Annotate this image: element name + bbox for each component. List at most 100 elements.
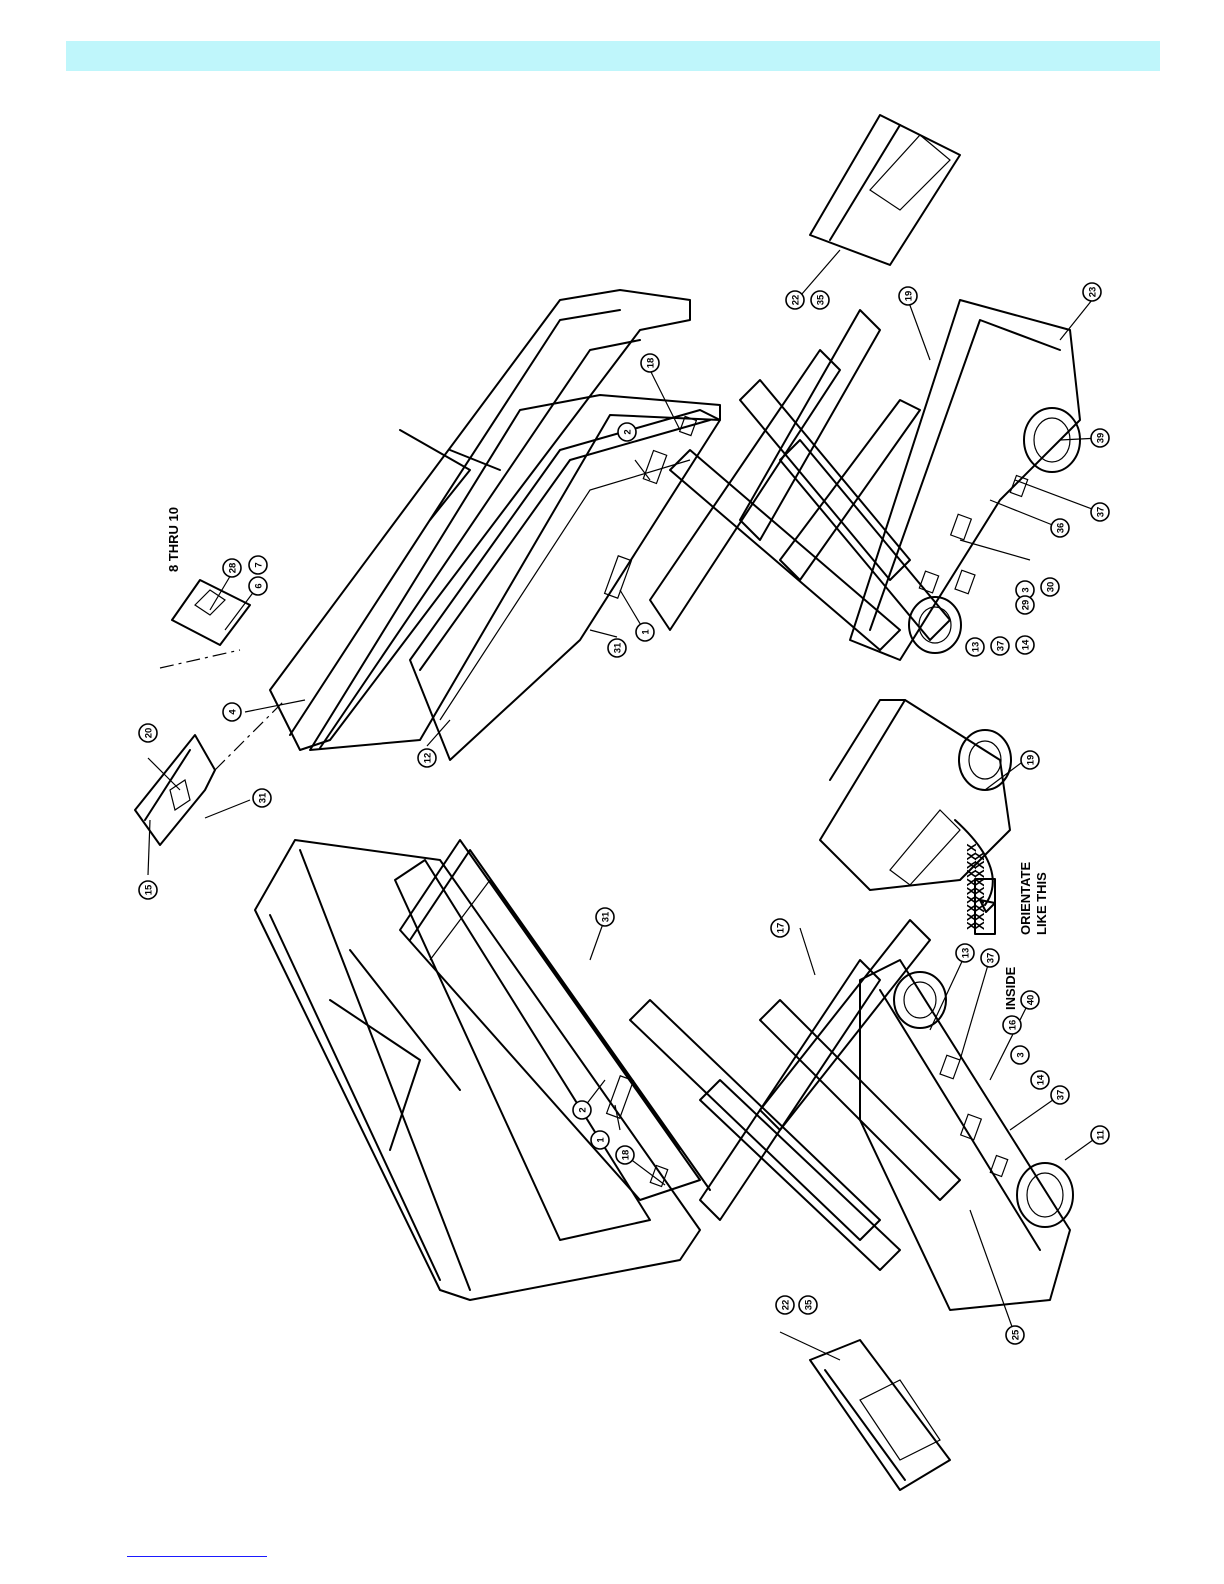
svg-text:14: 14: [1021, 639, 1032, 650]
top-machine: [270, 290, 1080, 760]
svg-text:3: 3: [1016, 1052, 1027, 1057]
top-tray: [810, 115, 960, 265]
svg-text:20: 20: [144, 728, 155, 739]
svg-text:12: 12: [423, 753, 434, 764]
svg-text:19: 19: [1026, 755, 1037, 766]
callout-balloon: 28: [223, 559, 241, 577]
svg-text:31: 31: [258, 792, 269, 803]
control-box: [135, 700, 285, 845]
svg-text:18: 18: [621, 1150, 632, 1161]
svg-text:22: 22: [791, 295, 802, 306]
orientate-note-line2: LIKE THIS: [1034, 872, 1049, 935]
svg-text:39: 39: [1096, 433, 1107, 444]
callout-balloon: 25: [1006, 1326, 1024, 1344]
svg-text:13: 13: [961, 948, 972, 959]
svg-text:35: 35: [804, 1299, 815, 1310]
callout-balloon: 11: [1091, 1126, 1109, 1144]
svg-text:28: 28: [228, 563, 239, 574]
callout-balloon: 22: [786, 291, 804, 309]
orientate-note-line1: ORIENTATE: [1018, 861, 1033, 935]
callout-balloon: 2: [573, 1101, 591, 1119]
callout-balloon: 37: [981, 949, 999, 967]
decal-sample-2: XXXXXXXXX: [972, 852, 987, 930]
callout-balloon: 12: [418, 749, 436, 767]
callout-balloon: 31: [253, 789, 271, 807]
callout-balloon: 29: [1016, 596, 1034, 614]
callout-balloon: 18: [641, 354, 659, 372]
svg-text:37: 37: [1056, 1090, 1067, 1101]
svg-text:1: 1: [641, 629, 652, 635]
svg-text:37: 37: [986, 953, 997, 964]
callout-balloon: 37: [1051, 1086, 1069, 1104]
svg-text:4: 4: [228, 709, 239, 715]
svg-text:18: 18: [646, 358, 657, 369]
svg-text:3: 3: [1021, 587, 1032, 592]
callout-balloon: 4: [223, 703, 241, 721]
svg-text:11: 11: [1096, 1129, 1107, 1140]
svg-text:17: 17: [776, 923, 787, 934]
top-callouts: 20 15 31 4 28 6 7 12 31 1 2 18 22 35 19 …: [139, 283, 1109, 899]
top-scissor-arm-1: [650, 350, 840, 630]
callout-balloon: 31: [596, 908, 614, 926]
callout-balloon: 15: [139, 881, 157, 899]
svg-text:19: 19: [904, 291, 915, 302]
svg-text:14: 14: [1036, 1074, 1047, 1085]
callout-balloon: 1: [636, 623, 654, 641]
top-guardrail: [270, 290, 690, 750]
callout-balloon: 3: [1011, 1046, 1029, 1064]
bottom-wheel-rear: [894, 972, 946, 1028]
svg-text:30: 30: [1046, 582, 1057, 593]
svg-text:35: 35: [816, 294, 827, 305]
svg-text:37: 37: [1096, 507, 1107, 518]
bottom-callouts: 31 17 2 1 18 13 37 16 40 3 14 37 11 25 2…: [573, 751, 1109, 1344]
svg-text:15: 15: [144, 884, 155, 895]
callout-balloon: 22: [776, 1296, 794, 1314]
callout-balloon: 19: [1021, 751, 1039, 769]
callout-balloon: 30: [1041, 578, 1059, 596]
callout-balloon: 36: [1051, 519, 1069, 537]
callout-balloon: 20: [139, 724, 157, 742]
callout-balloon: 35: [799, 1296, 817, 1314]
svg-text:7: 7: [254, 562, 265, 567]
callout-balloon: 31: [608, 639, 626, 657]
svg-text:31: 31: [613, 642, 624, 653]
callout-balloon: 1: [591, 1131, 609, 1149]
notes: 8 THRU 10 ORIENTATE LIKE THIS XXXXXXXXXX…: [166, 507, 1049, 1010]
callout-balloon: 23: [1083, 283, 1101, 301]
svg-text:6: 6: [254, 583, 265, 588]
callout-balloon: 37: [1091, 503, 1109, 521]
svg-text:23: 23: [1088, 287, 1099, 298]
svg-text:2: 2: [623, 429, 634, 434]
callout-balloon: 19: [899, 287, 917, 305]
svg-text:36: 36: [1056, 523, 1067, 534]
callout-balloon: 16: [1003, 1016, 1021, 1034]
bottom-scissor-arm-2: [700, 960, 880, 1220]
manual-box: [160, 580, 250, 668]
svg-text:16: 16: [1008, 1020, 1019, 1031]
bottom-platform: [400, 840, 700, 1200]
svg-text:13: 13: [971, 642, 982, 653]
svg-text:1: 1: [596, 1137, 607, 1143]
callout-balloon: 13: [956, 944, 974, 962]
top-inner-rail: [310, 395, 720, 750]
svg-text:37: 37: [996, 641, 1007, 652]
svg-text:29: 29: [1021, 600, 1032, 611]
range-note: 8 THRU 10: [166, 507, 181, 572]
svg-text:22: 22: [781, 1300, 792, 1311]
callout-balloon: 37: [991, 637, 1009, 655]
callout-balloon: 18: [616, 1146, 634, 1164]
svg-text:2: 2: [578, 1107, 589, 1112]
callout-balloon: 35: [811, 291, 829, 309]
footer-link-underline[interactable]: [127, 1556, 267, 1557]
callout-balloon: 7: [249, 556, 267, 574]
top-chassis: [850, 300, 1080, 660]
bottom-tray: [810, 1340, 950, 1490]
svg-text:40: 40: [1026, 995, 1037, 1006]
inside-note: INSIDE: [1003, 966, 1018, 1010]
svg-text:25: 25: [1011, 1329, 1022, 1340]
callout-balloon: 14: [1031, 1071, 1049, 1089]
bottom-machine: [255, 840, 1073, 1310]
callout-balloon: 2: [618, 423, 636, 441]
callout-balloon: 17: [771, 919, 789, 937]
